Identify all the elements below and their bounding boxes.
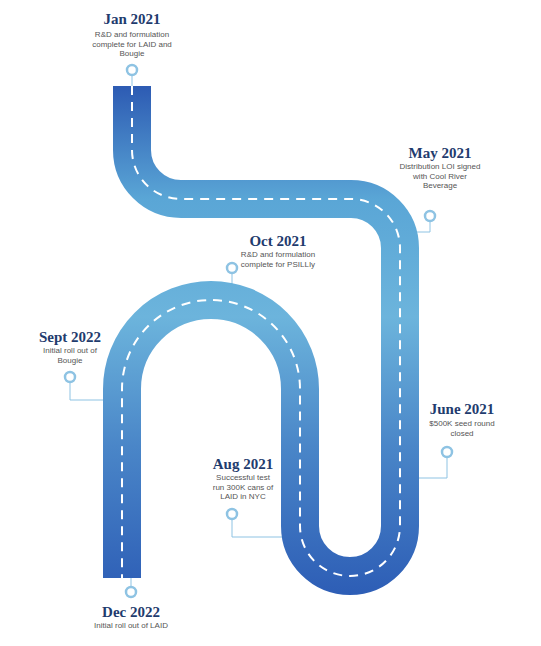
leader-line xyxy=(417,457,447,478)
milestone-note: R&D and formulation complete for PSILLIy xyxy=(234,250,322,269)
milestone-date: May 2021 xyxy=(385,144,495,162)
milestone-dot xyxy=(442,447,452,457)
milestone-dot xyxy=(425,211,435,221)
milestone-date: Dec 2022 xyxy=(76,603,186,621)
milestone-note: Successful test run 300K cans of LAID in… xyxy=(210,473,276,502)
milestone-note: $500K seed round closed xyxy=(426,419,498,438)
leader-line xyxy=(417,221,430,232)
leader-line xyxy=(232,519,283,537)
milestone-date: June 2021 xyxy=(407,400,517,418)
milestone-dot xyxy=(65,372,75,382)
milestone-date: Jan 2021 xyxy=(77,10,187,28)
milestone-note: Initial roll out of Bougie xyxy=(30,346,110,365)
road-centre-line xyxy=(122,86,400,578)
leader-line xyxy=(70,382,105,400)
milestone-dot xyxy=(227,509,237,519)
milestone-note: R&D and formulation complete for LAID an… xyxy=(87,30,177,59)
milestone-dot xyxy=(126,587,136,597)
milestone-dot xyxy=(127,65,137,75)
milestone-note: Distribution LOI signed with Cool River … xyxy=(398,162,482,191)
milestone-date: Oct 2021 xyxy=(223,232,333,250)
milestone-date: Aug 2021 xyxy=(188,455,298,473)
milestone-dots xyxy=(65,65,452,597)
road xyxy=(122,86,400,578)
milestone-dot xyxy=(227,263,237,273)
milestone-note: Initial roll out of LAID xyxy=(71,621,191,631)
leader-lines xyxy=(70,75,447,587)
milestone-date: Sept 2022 xyxy=(15,328,125,346)
